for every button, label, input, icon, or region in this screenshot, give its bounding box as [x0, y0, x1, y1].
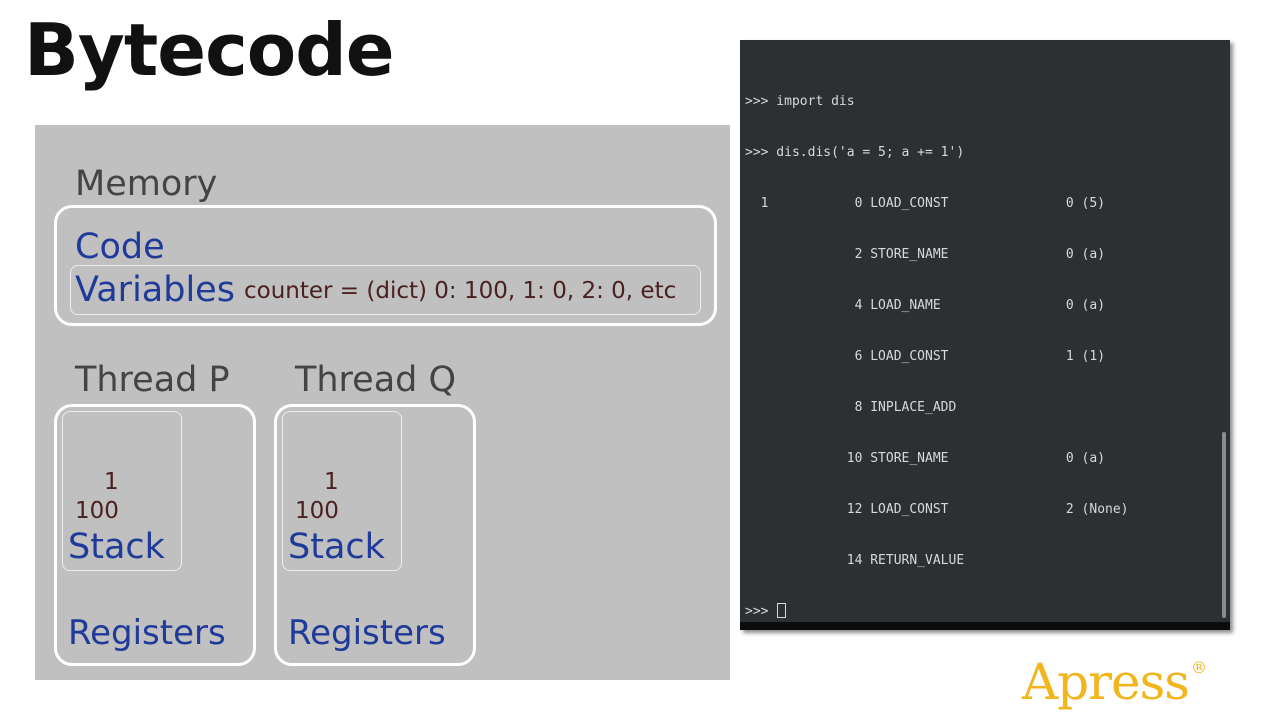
apress-logo: Apress®	[1022, 638, 1207, 712]
thread-p-label: Thread P	[75, 360, 230, 400]
thread-p-registers-label: Registers	[68, 613, 226, 653]
thread-q-stack-bottom: 100	[295, 498, 339, 524]
thread-q-stack-box	[282, 411, 402, 571]
code-label: Code	[75, 227, 165, 267]
thread-q-stack-top: 1	[324, 469, 339, 495]
thread-q-stack-label: Stack	[288, 527, 385, 567]
terminal-line: 8 INPLACE_ADD	[745, 400, 957, 415]
thread-p-stack-box	[62, 411, 182, 571]
thread-q-box	[274, 404, 476, 666]
terminal-bottom-border	[740, 622, 1230, 630]
registered-mark: ®	[1190, 658, 1207, 677]
terminal-line: 4 LOAD_NAME 0 (a)	[745, 298, 1106, 313]
memory-thread-diagram: Memory Code Variables counter = (dict) 0…	[35, 125, 730, 680]
terminal-line: 6 LOAD_CONST 1 (1)	[745, 349, 1106, 364]
slide-title: Bytecode	[24, 8, 395, 92]
thread-p-stack-label: Stack	[68, 527, 165, 567]
terminal-cursor	[777, 603, 787, 618]
terminal-line: 10 STORE_NAME 0 (a)	[745, 451, 1106, 466]
terminal-window[interactable]: >>> import dis >>> dis.dis('a = 5; a += …	[740, 40, 1230, 630]
variables-label: Variables	[75, 270, 235, 310]
terminal-prompt: >>>	[745, 604, 777, 619]
thread-q-label: Thread Q	[295, 360, 457, 400]
apress-logo-text: Apress	[1022, 653, 1190, 711]
terminal-line: 2 STORE_NAME 0 (a)	[745, 247, 1106, 262]
terminal-line: >>> import dis	[745, 94, 855, 109]
memory-box	[54, 205, 717, 326]
variables-value: counter = (dict) 0: 100, 1: 0, 2: 0, etc	[244, 278, 677, 304]
thread-p-stack-top: 1	[104, 469, 119, 495]
terminal-prompt-line[interactable]: >>>	[745, 603, 1129, 620]
terminal-line: 1 0 LOAD_CONST 0 (5)	[745, 196, 1106, 211]
terminal-line: >>> dis.dis('a = 5; a += 1')	[745, 145, 965, 160]
thread-p-box	[54, 404, 256, 666]
memory-label: Memory	[75, 164, 218, 204]
thread-p-stack-bottom: 100	[75, 498, 119, 524]
terminal-line: 12 LOAD_CONST 2 (None)	[745, 502, 1129, 517]
variables-box	[70, 265, 701, 315]
terminal-output: >>> import dis >>> dis.dis('a = 5; a += …	[745, 59, 1129, 630]
terminal-scrollbar[interactable]	[1222, 432, 1226, 618]
terminal-line: 14 RETURN_VALUE	[745, 553, 965, 568]
thread-q-registers-label: Registers	[288, 613, 446, 653]
